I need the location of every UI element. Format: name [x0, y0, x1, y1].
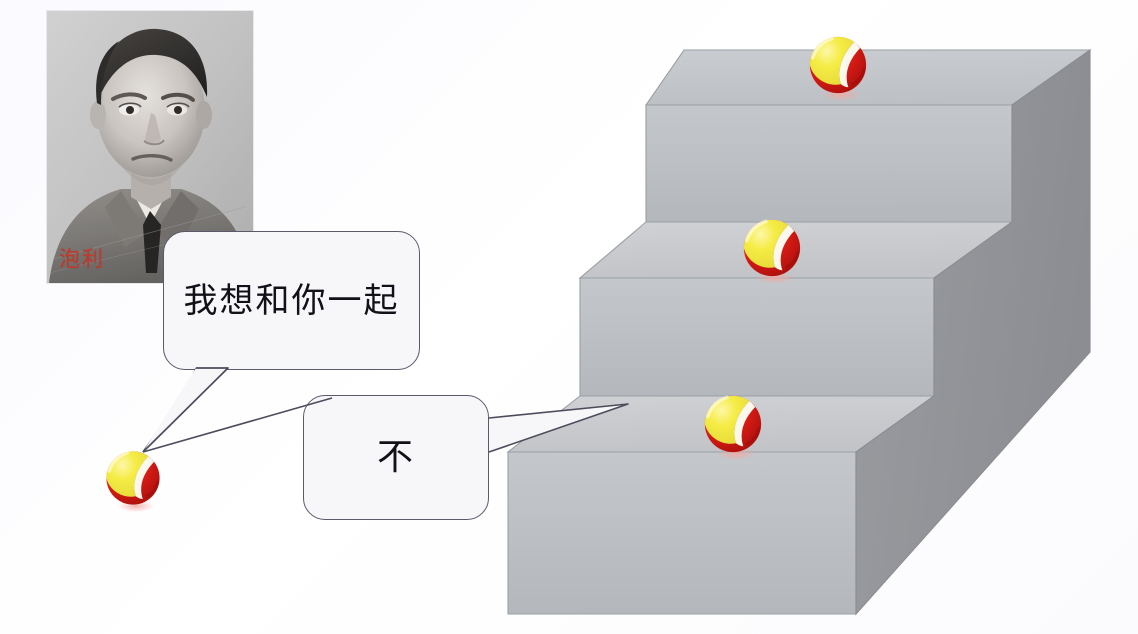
speech-bubble-1-text: 我想和你一起: [183, 280, 400, 321]
pauli-portrait: 泡利: [47, 11, 253, 283]
speech-bubble-i-want-to-join-you[interactable]: 我想和你一起: [163, 231, 420, 370]
speech-bubble-2-text: 不: [376, 436, 415, 478]
portrait-label: 泡利: [59, 247, 105, 271]
speech-bubble-no[interactable]: 不: [303, 395, 489, 520]
